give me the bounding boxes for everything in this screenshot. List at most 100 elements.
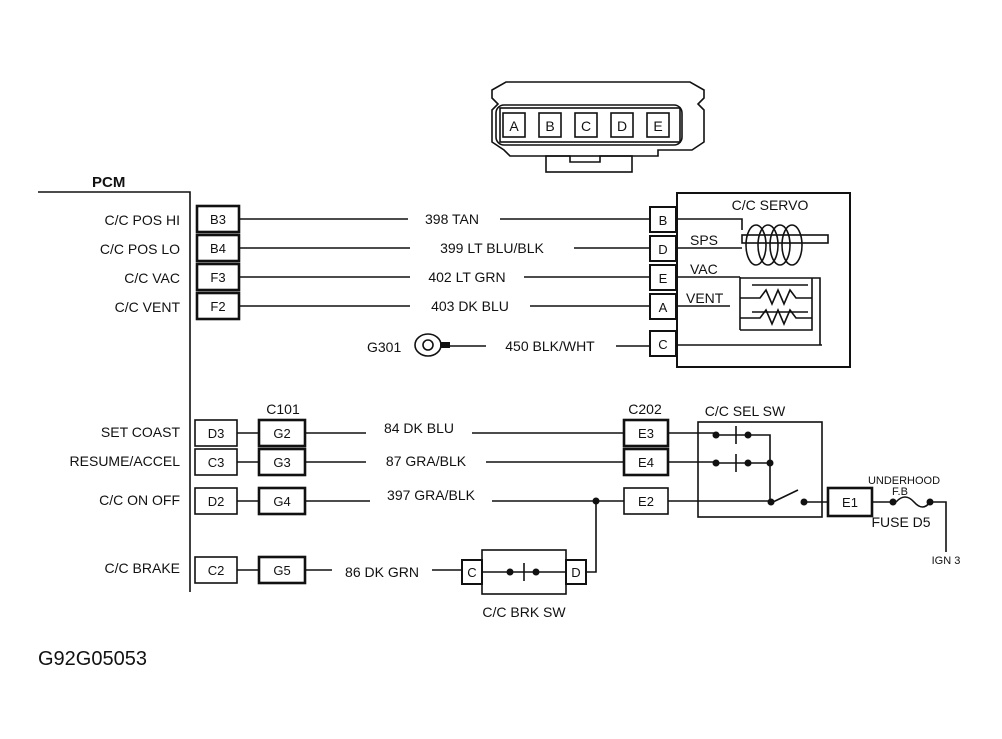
wire-label-84: 84 DK BLU [384,420,454,436]
c202-pin-e3: E3 [622,418,670,448]
svg-text:C3: C3 [208,455,225,470]
svg-text:D: D [658,242,667,257]
selector-switch-title: C/C SEL SW [705,403,786,419]
wire-label-398: 398 TAN [425,211,479,227]
svg-text:C: C [581,118,591,134]
svg-text:A: A [509,118,519,134]
servo-pin-e: E [649,264,677,291]
svg-text:F3: F3 [210,270,225,285]
wire-label-403: 403 DK BLU [431,298,509,314]
pcm-pin-d2: D2 [194,487,238,515]
lower-wires: 84 DK BLU 87 GRA/BLK 397 GRA/BLK 86 DK G… [305,420,624,580]
c202-pin-e2: E2 [623,487,669,515]
c101-pin-g5: G5 [257,555,307,585]
svg-text:G3: G3 [273,455,290,470]
pcm-label-pos-hi: C/C POS HI [105,212,180,228]
pcm-label-resume-accel: RESUME/ACCEL [70,453,181,469]
brake-switch-pin-d: D [565,559,587,585]
svg-text:D2: D2 [208,494,225,509]
sps-coil: SPS [676,218,829,266]
servo-connector-face: A B C D E [491,81,705,173]
servo-pin-c: C [649,330,677,357]
svg-text:C2: C2 [208,563,225,578]
sps-label: SPS [690,232,718,248]
pcm-pin-c3: C3 [194,448,238,476]
svg-text:E3: E3 [638,426,654,441]
svg-text:E1: E1 [842,495,858,510]
c101-pin-g2: G2 [257,418,307,448]
fuse-name: FUSE D5 [871,514,930,530]
pcm-pin-f3: F3 [195,262,241,292]
svg-text:F2: F2 [210,299,225,314]
pcm-pin-d3: D3 [194,419,238,447]
wire-label-402: 402 LT GRN [428,269,505,285]
power-source-label: IGN 3 [932,555,961,567]
pcm-title: PCM [92,174,125,191]
selector-switch: C/C SEL SW E1 [668,403,874,518]
connector-pin-b: B [538,112,562,138]
pcm-module: PCM C/C POS HI C/C POS LO C/C VAC C/C VE… [38,174,241,592]
brake-switch-pin-c: C [461,559,483,585]
wire-label-86: 86 DK GRN [345,564,419,580]
wire-label-450: 450 BLK/WHT [505,338,595,354]
pcm-label-vac: C/C VAC [124,270,180,286]
brake-switch: C D C/C BRK SW [461,549,587,620]
fuse-block-label: UNDERHOOD [868,475,940,487]
svg-text:B: B [545,118,554,134]
pcm-pin-b3: B3 [195,204,241,234]
svg-text:B3: B3 [210,212,226,227]
brake-switch-title: C/C BRK SW [482,604,566,620]
svg-text:E: E [659,271,668,286]
c202-title: C202 [628,401,662,417]
pcm-pin-b4: B4 [195,233,241,263]
svg-text:G4: G4 [273,494,290,509]
svg-text:D: D [617,118,627,134]
ground-g301: G301 [367,333,450,357]
svg-text:G2: G2 [273,426,290,441]
pcm-label-brake: C/C BRAKE [105,560,180,576]
connector-c101: C101 G2 G3 G4 G5 [257,401,307,585]
servo-pin-d: D [649,235,677,262]
svg-text:B4: B4 [210,241,226,256]
connector-pin-d: D [610,112,634,138]
svg-text:C: C [467,565,476,580]
connector-pin-e: E [646,112,670,138]
connector-pin-c: C [574,112,598,138]
connector-pin-a: A [502,112,526,138]
svg-text:E: E [653,118,662,134]
vent-label: VENT [686,290,724,306]
svg-text:C: C [658,337,667,352]
c101-title: C101 [266,401,300,417]
svg-text:D: D [571,565,580,580]
pcm-pin-f2: F2 [195,291,241,321]
vac-vent-solenoids: VAC VENT [676,261,822,346]
svg-text:B: B [659,213,668,228]
svg-text:E4: E4 [638,455,654,470]
pcm-pin-c2: C2 [194,556,238,584]
selector-switch-pin-e1: E1 [826,486,874,518]
svg-text:E2: E2 [638,494,654,509]
figure-id: G92G05053 [38,648,147,670]
c202-pin-e4: E4 [622,447,670,477]
c101-pin-g3: G3 [257,447,307,477]
underhood-fuse: UNDERHOOD F.B FUSE D5 IGN 3 [868,475,960,567]
servo-pin-b: B [649,206,677,233]
servo-pin-a: A [649,293,677,320]
pcm-label-pos-lo: C/C POS LO [100,241,180,257]
c101-pin-g4: G4 [257,486,307,516]
pcm-label-set-coast: SET COAST [101,424,181,440]
ground-label: G301 [367,339,401,355]
svg-text:D3: D3 [208,426,225,441]
wire-label-87: 87 GRA/BLK [386,453,467,469]
wire-label-397: 397 GRA/BLK [387,487,476,503]
pcm-label-on-off: C/C ON OFF [99,492,180,508]
connector-c202: C202 E3 E4 E2 [622,401,670,515]
servo-wires: 398 TAN 399 LT BLU/BLK 402 LT GRN 403 DK… [240,211,650,354]
pcm-c101-wires [237,432,259,571]
vac-label: VAC [690,261,718,277]
servo-title: C/C SERVO [732,197,809,213]
svg-text:A: A [659,300,668,315]
fuse-block-sublabel: F.B [892,486,908,498]
pcm-label-vent: C/C VENT [115,299,181,315]
